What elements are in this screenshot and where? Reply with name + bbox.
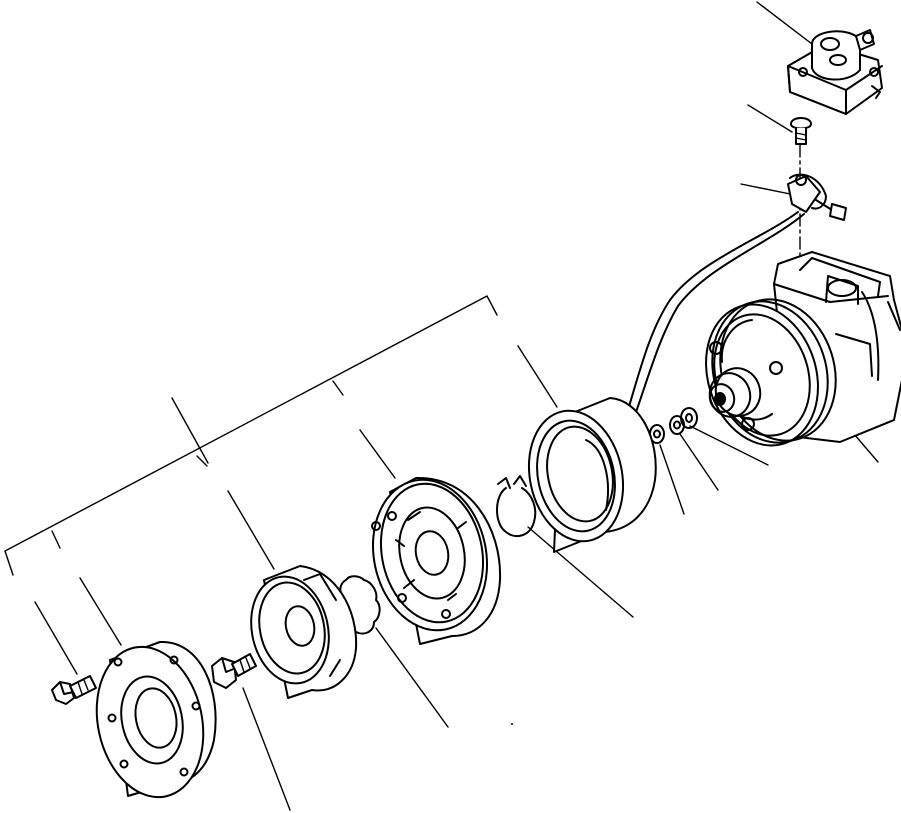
pulley <box>359 469 500 644</box>
leader-pulley <box>360 430 395 478</box>
hub <box>242 566 357 698</box>
bracket-tick-1 <box>52 531 60 548</box>
bolt <box>212 654 256 688</box>
snap-ring-large <box>497 476 535 536</box>
wire-harness <box>628 175 846 412</box>
leader-washer-large <box>690 426 768 465</box>
coil-field <box>517 398 655 552</box>
screw <box>791 118 811 144</box>
assembly-bracket <box>5 296 497 575</box>
leader-lines <box>5 2 878 810</box>
leader-washer-mid <box>680 434 718 490</box>
washer-mid <box>670 416 684 434</box>
leader-snap-ring-small <box>376 628 448 727</box>
leader-cover-plate <box>80 578 121 645</box>
cover-plate <box>83 637 216 807</box>
leader-hub-group <box>172 398 208 463</box>
leader-coil <box>518 346 557 407</box>
fitting-block <box>788 30 882 114</box>
cover-bolt <box>52 676 96 704</box>
leader-bolt <box>243 688 290 810</box>
leader-screw <box>748 105 792 132</box>
leader-hub <box>228 491 274 569</box>
bracket-tick-3 <box>333 381 343 395</box>
leader-washer-small <box>660 445 684 514</box>
leader-fitting-block <box>757 2 812 44</box>
compressor <box>688 252 901 460</box>
bracket-tick-2 <box>197 456 207 466</box>
leader-cover-bolt <box>35 602 77 674</box>
leader-snap-ring-large <box>528 527 633 617</box>
speck <box>511 723 513 725</box>
